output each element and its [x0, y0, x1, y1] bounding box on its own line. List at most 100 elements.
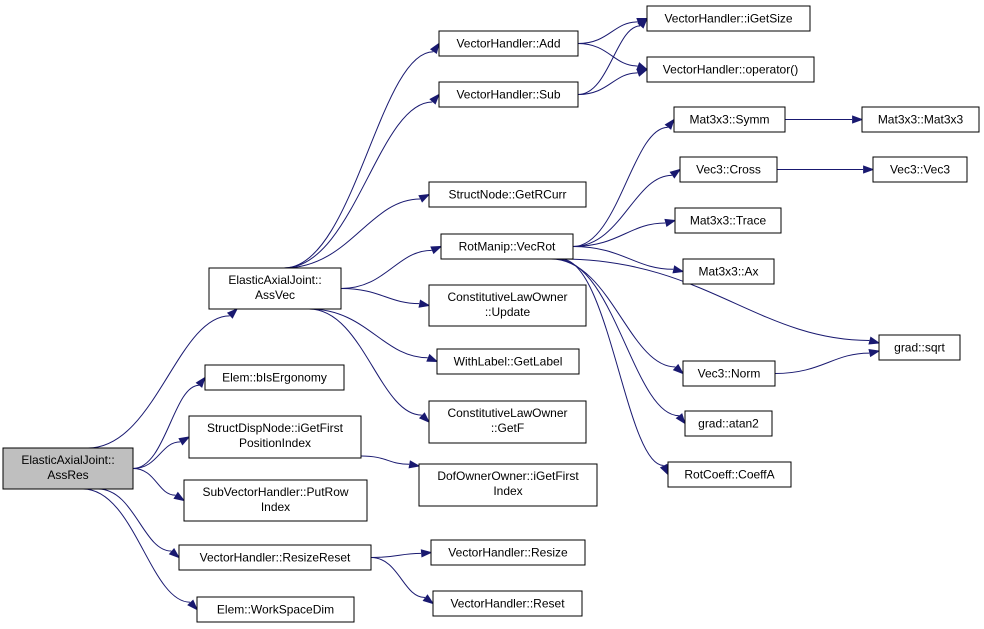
node-vh-operator[interactable]: VectorHandler::operator() — [646, 56, 815, 83]
node-root[interactable]: ElasticAxialJoint::AssRes — [2, 447, 134, 490]
node-label: ::GetF — [491, 421, 524, 435]
node-box — [418, 463, 598, 507]
node-label: StructDispNode::iGetFirst — [207, 421, 344, 435]
node-label: Elem::WorkSpaceDim — [217, 603, 334, 617]
edge-root-resizereset — [97, 488, 181, 559]
node-label: Mat3x3::Symm — [689, 113, 769, 127]
edge-layer — [82, 17, 881, 611]
node-box — [440, 233, 574, 260]
node-label: ElasticAxialJoint:: — [21, 453, 114, 467]
node-rotcoeff[interactable]: RotCoeff::CoeffA — [667, 461, 792, 488]
edge-assvec-getlabel — [308, 308, 439, 363]
edge-root-isergonomy — [132, 376, 206, 469]
node-vh-getsize[interactable]: VectorHandler::iGetSize — [646, 5, 811, 32]
edge-assvec-vh_add — [283, 42, 440, 269]
node-box — [430, 539, 586, 566]
node-vec3-cross[interactable]: Vec3::Cross — [679, 156, 778, 183]
node-box — [673, 106, 786, 133]
node-box — [183, 479, 368, 522]
node-box — [872, 156, 968, 183]
node-resizereset[interactable]: VectorHandler::ResizeReset — [178, 544, 372, 571]
edge-vecrot-mat_symm — [572, 118, 675, 247]
node-vh-sub[interactable]: VectorHandler::Sub — [438, 81, 579, 108]
node-label: ::Update — [485, 305, 531, 319]
node-box — [204, 364, 345, 391]
edge-resizereset-vh_resize — [370, 549, 433, 558]
node-clo-getf[interactable]: ConstitutiveLawOwner::GetF — [428, 400, 587, 444]
node-box — [438, 30, 579, 57]
node-box — [188, 415, 362, 459]
node-label: AssRes — [47, 468, 88, 482]
node-label: Mat3x3::Mat3x3 — [878, 113, 964, 127]
edge-vh_add-vh_getsize — [577, 17, 649, 44]
node-label: StructNode::GetRCurr — [448, 188, 566, 202]
node-label: VectorHandler::iGetSize — [664, 12, 792, 26]
edge-vh_add-vh_operator — [577, 43, 649, 71]
node-workspacedim[interactable]: Elem::WorkSpaceDim — [196, 596, 355, 623]
node-getrcurr[interactable]: StructNode::GetRCurr — [428, 181, 587, 208]
node-label: Index — [493, 484, 522, 498]
node-vh-add[interactable]: VectorHandler::Add — [438, 30, 579, 57]
edge-vecrot-vec3_norm — [550, 258, 685, 375]
node-box — [428, 181, 587, 208]
node-mat-trace[interactable]: Mat3x3::Trace — [674, 207, 782, 234]
node-vecrot[interactable]: RotManip::VecRot — [440, 233, 574, 260]
edge-root-assvec — [87, 308, 239, 449]
edge-vecrot-mat_trace — [572, 218, 677, 247]
node-grad-sqrt[interactable]: grad::sqrt — [878, 334, 961, 361]
node-mat-ax[interactable]: Mat3x3::Ax — [682, 258, 775, 285]
node-label: ConstitutiveLawOwner — [447, 290, 567, 304]
node-getlabel[interactable]: WithLabel::GetLabel — [436, 348, 580, 375]
node-label: Vec3::Norm — [698, 367, 761, 381]
edge-root-igetfirstpos — [132, 436, 191, 469]
node-vec3-norm[interactable]: Vec3::Norm — [682, 360, 776, 387]
node-vh-reset[interactable]: VectorHandler::Reset — [432, 590, 583, 617]
node-layer: ElasticAxialJoint::AssResElasticAxialJoi… — [2, 5, 980, 623]
node-box — [682, 360, 776, 387]
node-vec3-vec3[interactable]: Vec3::Vec3 — [872, 156, 968, 183]
node-label: VectorHandler::ResizeReset — [200, 551, 351, 565]
node-label: VectorHandler::Resize — [448, 546, 568, 560]
node-clo-update[interactable]: ConstitutiveLawOwner::Update — [428, 284, 587, 327]
edge-vecrot-vec3_cross — [572, 168, 682, 247]
node-isergonomy[interactable]: Elem::bIsErgonomy — [204, 364, 345, 391]
node-label: Index — [261, 500, 290, 514]
node-box — [196, 596, 355, 623]
node-mat3x3[interactable]: Mat3x3::Mat3x3 — [861, 106, 980, 133]
node-box — [428, 284, 587, 327]
edge-vh_sub-vh_operator — [577, 68, 649, 95]
node-label: VectorHandler::Sub — [456, 88, 560, 102]
node-mat-symm[interactable]: Mat3x3::Symm — [673, 106, 786, 133]
edge-vecrot-rotcoeff — [560, 258, 669, 476]
edge-mat_symm-mat3x3 — [785, 115, 864, 124]
node-box — [667, 461, 792, 488]
node-label: AssVec — [255, 288, 295, 302]
node-box — [432, 590, 583, 617]
edge-vecrot-mat_ax — [572, 246, 685, 274]
node-box — [684, 410, 773, 437]
edge-resizereset-vh_reset — [370, 557, 435, 605]
edge-assvec-getrcurr — [283, 193, 431, 269]
node-box — [646, 56, 815, 83]
node-label: RotCoeff::CoeffA — [684, 468, 774, 482]
edge-vh_sub-vh_getsize — [577, 17, 648, 95]
node-label: DofOwnerOwner::iGetFirst — [437, 469, 579, 483]
node-label: RotManip::VecRot — [459, 240, 556, 254]
edge-assvec-vecrot — [340, 245, 443, 289]
node-box — [679, 156, 778, 183]
node-box — [436, 348, 580, 375]
node-assvec[interactable]: ElasticAxialJoint::AssVec — [208, 267, 342, 310]
edge-vec3_cross-vec3_vec3 — [777, 165, 875, 174]
node-vh-resize[interactable]: VectorHandler::Resize — [430, 539, 586, 566]
node-grad-atan2[interactable]: grad::atan2 — [684, 410, 773, 437]
edge-igetfirstpos-dofowner — [360, 455, 421, 469]
edge-assvec-clo_getf — [308, 308, 431, 423]
node-label: Mat3x3::Ax — [698, 265, 758, 279]
node-box — [674, 207, 782, 234]
node-label: VectorHandler::Add — [456, 37, 560, 51]
node-box — [438, 81, 579, 108]
